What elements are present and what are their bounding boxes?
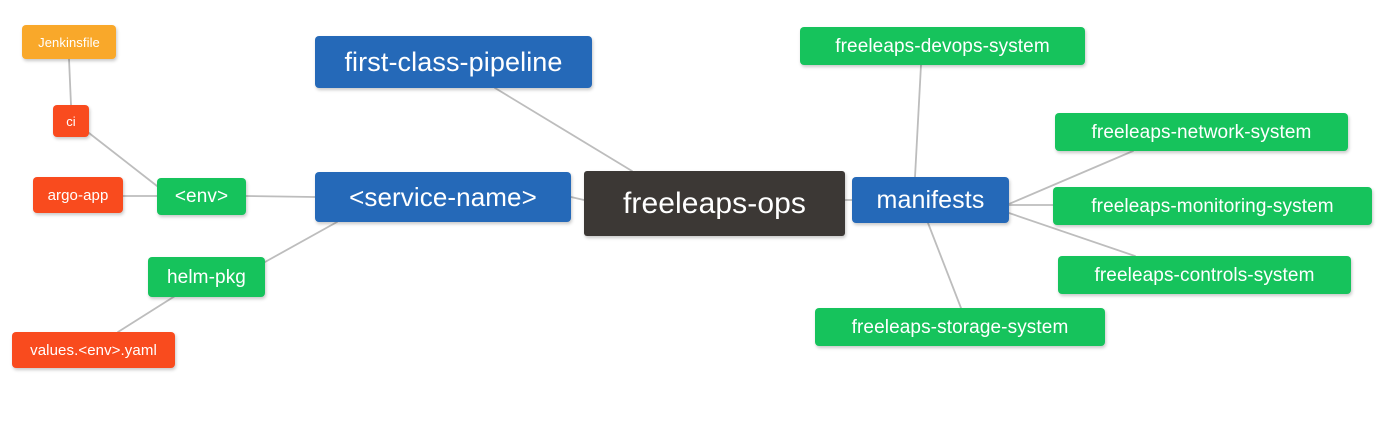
edge-jenkinsfile-to-ci: [68, 58, 72, 106]
node-first-class-pipeline[interactable]: first-class-pipeline: [315, 36, 592, 88]
edge-first-class-pipeline-to-freeleaps-ops: [494, 87, 633, 172]
node-label: freeleaps-storage-system: [851, 316, 1069, 338]
edge-service-name-to-freeleaps-ops: [570, 196, 585, 201]
node-ci[interactable]: ci: [53, 105, 89, 137]
node-label: <env>: [174, 186, 229, 207]
node-manifests[interactable]: manifests: [852, 177, 1009, 223]
node-label: freeleaps-controls-system: [1094, 264, 1315, 286]
node-label: helm-pkg: [167, 266, 246, 288]
node-label: freeleaps-monitoring-system: [1091, 195, 1334, 217]
node-label: freeleaps-devops-system: [835, 35, 1050, 57]
node-helm-pkg[interactable]: helm-pkg: [148, 257, 265, 297]
node-label: argo-app: [47, 186, 109, 204]
node-argo-app[interactable]: argo-app: [33, 177, 123, 213]
edge-service-name-to-helm-pkg: [264, 221, 338, 263]
edge-manifests-to-storage-system: [927, 222, 962, 309]
node-label: ci: [66, 113, 76, 129]
node-label: first-class-pipeline: [344, 46, 563, 77]
node-label: freeleaps-network-system: [1091, 121, 1312, 143]
node-freeleaps-ops[interactable]: freeleaps-ops: [584, 171, 845, 236]
node-label: manifests: [876, 185, 985, 214]
node-label: <service-name>: [349, 182, 537, 212]
node-env[interactable]: <env>: [157, 178, 246, 215]
node-service-name[interactable]: <service-name>: [315, 172, 571, 222]
node-values-yaml[interactable]: values.<env>.yaml: [12, 332, 175, 368]
edge-helm-pkg-to-values-yaml: [117, 295, 176, 333]
node-controls-system[interactable]: freeleaps-controls-system: [1058, 256, 1351, 294]
node-monitoring-system[interactable]: freeleaps-monitoring-system: [1053, 187, 1372, 225]
node-label: values.<env>.yaml: [30, 341, 157, 359]
node-label: Jenkinsfile: [38, 34, 100, 50]
node-devops-system[interactable]: freeleaps-devops-system: [800, 27, 1085, 65]
node-storage-system[interactable]: freeleaps-storage-system: [815, 308, 1105, 346]
node-jenkinsfile[interactable]: Jenkinsfile: [22, 25, 116, 59]
edge-env-to-service-name: [245, 195, 316, 198]
edge-manifests-to-devops-system: [914, 64, 922, 178]
node-label: freeleaps-ops: [622, 186, 807, 220]
node-network-system[interactable]: freeleaps-network-system: [1055, 113, 1348, 151]
